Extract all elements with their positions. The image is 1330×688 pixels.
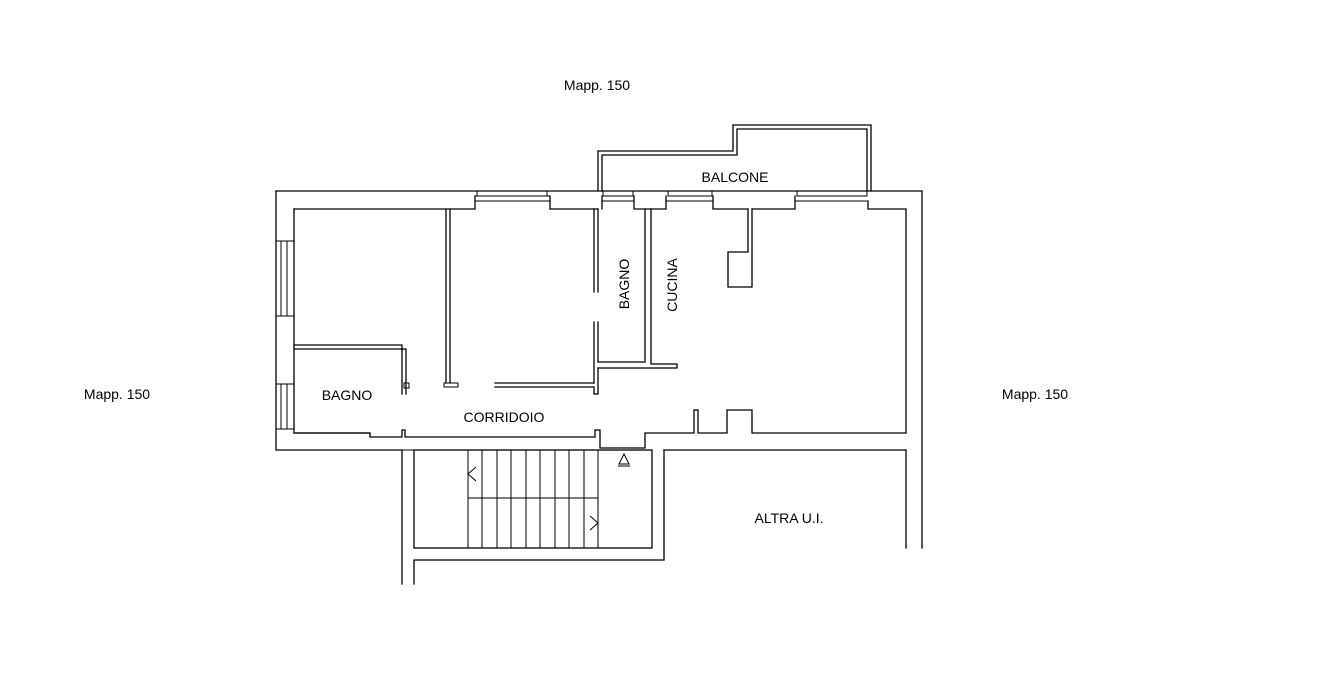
label-mapp-right: Mapp. 150	[1002, 386, 1068, 402]
arrow-right-icon	[589, 515, 599, 531]
label-cucina: CUCINA	[664, 258, 680, 312]
interior-walls	[293, 208, 753, 434]
label-bagno-vertical: BAGNO	[616, 259, 632, 310]
label-corridoio: CORRIDOIO	[464, 409, 545, 425]
windows-left	[275, 240, 295, 430]
label-balcone: BALCONE	[702, 169, 769, 185]
label-mapp-top: Mapp. 150	[564, 77, 630, 93]
balcony	[597, 124, 872, 192]
label-altra-ui: ALTRA U.I.	[755, 510, 824, 526]
staircase	[402, 449, 653, 549]
label-mapp-left: Mapp. 150	[84, 386, 150, 402]
arrow-left-icon	[467, 466, 477, 482]
stair-treads	[481, 450, 585, 548]
label-bagno-left: BAGNO	[322, 387, 373, 403]
outer-walls	[275, 190, 923, 585]
entrance-bell-icon	[618, 452, 630, 467]
windows-top	[293, 190, 868, 210]
